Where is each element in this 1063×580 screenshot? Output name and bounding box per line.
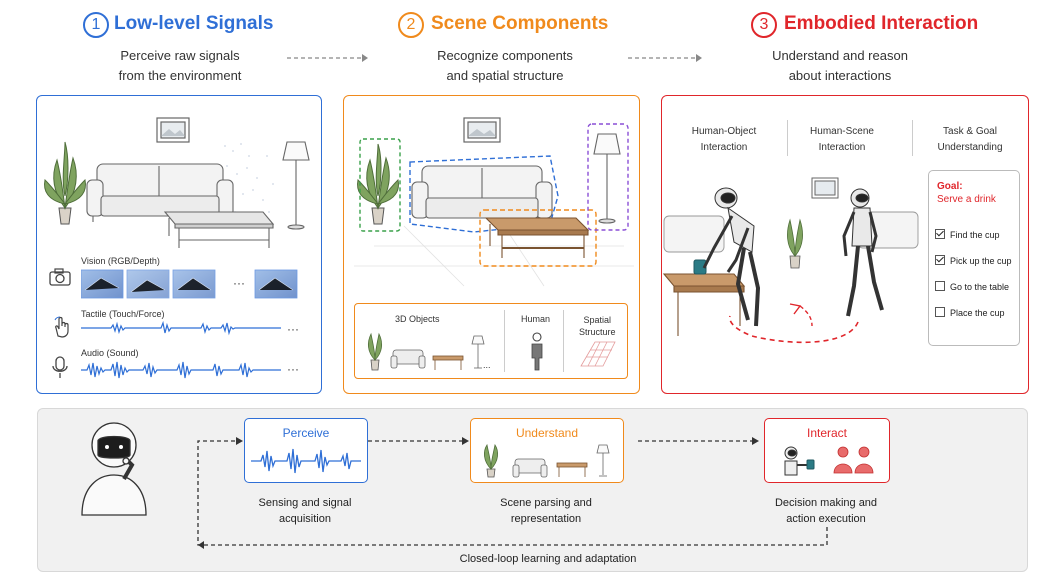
step-3-title: Embodied Interaction xyxy=(784,13,979,34)
objects-ellipsis: ... xyxy=(483,360,491,370)
camera-icon xyxy=(49,268,71,286)
table-icon xyxy=(432,355,464,370)
checked-box-icon xyxy=(935,229,945,239)
sofa-icon xyxy=(390,349,426,369)
walk-path xyxy=(728,315,859,344)
lamp-icon xyxy=(596,444,610,477)
floor-lamp xyxy=(282,141,310,230)
scene-objects-icon xyxy=(483,443,610,478)
vision-ellipsis: ··· xyxy=(233,276,245,290)
task-item: Find the cup xyxy=(935,229,1000,240)
step-2-title: Scene Components xyxy=(431,13,609,34)
task-item: Pick up the cup xyxy=(935,255,1012,266)
perceive-box: Perceive xyxy=(244,418,368,483)
step-2-number: 2 xyxy=(398,12,424,38)
interaction-scene xyxy=(662,177,919,344)
living-room-scene xyxy=(44,117,310,248)
perceive-title: Perceive xyxy=(282,426,330,440)
vision-frames xyxy=(81,269,298,299)
wooden-table xyxy=(662,273,746,336)
vision-frame xyxy=(81,269,298,299)
users-icon xyxy=(833,446,874,474)
robot-1 xyxy=(702,187,761,327)
robot-serving-icon xyxy=(784,446,815,476)
understand-box: Understand xyxy=(470,418,624,483)
floor-grid-icon xyxy=(580,341,616,367)
step-3-number: 3 xyxy=(751,12,777,38)
task-item: Place the cup xyxy=(935,307,1005,318)
tactile-waveform xyxy=(81,320,281,336)
loop-label: Closed-loop learning and adaptation xyxy=(459,553,637,565)
audio-waveform xyxy=(81,361,281,379)
thinking-robot xyxy=(81,422,147,516)
wall-picture xyxy=(156,117,190,143)
plant xyxy=(357,143,399,225)
plant-icon xyxy=(483,443,499,478)
task-item: Go to the table xyxy=(935,281,1009,292)
col-divider-2 xyxy=(912,120,913,156)
coffee-table xyxy=(163,211,275,248)
pipeline-arrows xyxy=(197,437,828,549)
sofa xyxy=(86,163,234,222)
person-icon xyxy=(531,332,543,371)
tactile-ellipsis: ··· xyxy=(287,322,299,336)
col-divider-1 xyxy=(787,120,788,156)
interact-box: Interact xyxy=(764,418,890,483)
legend-divider-2 xyxy=(563,310,564,372)
sofa-icon xyxy=(512,458,548,478)
object-icons xyxy=(367,332,485,371)
tactile-label: Tactile (Touch/Force) xyxy=(81,309,165,319)
plant xyxy=(44,141,86,225)
segmented-room-scene xyxy=(354,117,634,287)
vision-label: Vision (RGB/Depth) xyxy=(81,256,160,266)
waveform-icon xyxy=(251,448,361,474)
wall-picture xyxy=(463,117,501,143)
robot-2 xyxy=(842,188,884,317)
touch-hand-icon xyxy=(54,316,69,338)
header-arrows xyxy=(287,54,702,62)
table-icon xyxy=(556,462,588,477)
step-1-title: Low-level Signals xyxy=(114,13,274,34)
goal-card: Goal: Serve a drink Find the cup Pick up… xyxy=(928,170,1020,346)
objects-label: 3D Objects xyxy=(395,314,440,324)
microphone-icon xyxy=(52,356,68,378)
goal-title: Goal: xyxy=(937,181,963,192)
plant-bounding-box xyxy=(359,138,401,232)
checked-box-icon xyxy=(935,255,945,265)
sofa xyxy=(411,165,553,219)
understand-title: Understand xyxy=(515,426,579,440)
low-level-signals-panel: Vision (RGB/Depth) ··· Tactile (Touch/Fo… xyxy=(36,95,322,394)
coffee-table xyxy=(484,217,590,258)
table-bounding-box xyxy=(479,209,597,267)
unchecked-box-icon xyxy=(935,307,945,317)
goal-text: Serve a drink xyxy=(937,194,996,205)
floor-lamp xyxy=(593,133,621,224)
step-1-number: 1 xyxy=(83,12,109,38)
legend-divider-1 xyxy=(504,310,505,372)
unchecked-box-icon xyxy=(935,281,945,291)
human-label: Human xyxy=(521,314,551,324)
audio-ellipsis: ··· xyxy=(287,362,299,376)
lamp-bounding-box xyxy=(587,123,629,231)
audio-label: Audio (Sound) xyxy=(81,348,139,358)
interact-title: Interact xyxy=(806,426,848,440)
plant-icon xyxy=(367,332,383,371)
lamp-icon xyxy=(471,335,485,369)
